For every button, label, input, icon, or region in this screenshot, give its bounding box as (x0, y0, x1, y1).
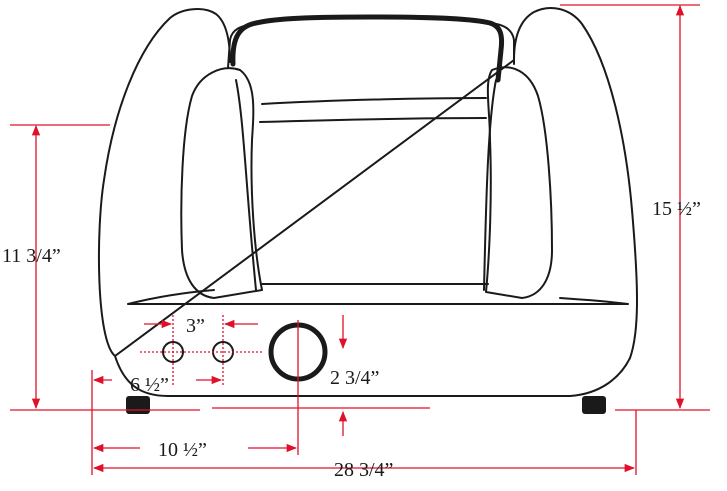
label-overall-width: 28 3/4” (334, 459, 393, 481)
left-arm-cushion (180, 67, 263, 299)
label-jack-offset: 6 ½” (130, 374, 169, 396)
seat-back-second-line (259, 117, 487, 123)
left-jack (162, 341, 184, 363)
label-overall-height: 15 ½” (652, 198, 701, 220)
seat-back-top-line (261, 97, 487, 105)
right-foot (582, 396, 606, 414)
dimension-labels: 15 ½” 11 3/4” 28 3/4” 10 ½” 6 ½” 3” 2 3/… (2, 198, 701, 481)
left-arm-inner-line (235, 79, 257, 291)
right-arm-inner-line (483, 79, 497, 291)
back-cushion-side-right (489, 22, 515, 65)
back-cushion (230, 14, 505, 83)
chair-drawing (97, 7, 638, 414)
chair-body-shell (97, 7, 638, 397)
label-seat-height: 11 3/4” (2, 245, 61, 267)
back-cushion-side-left (227, 23, 253, 69)
base-deck (127, 289, 629, 305)
right-arm-cushion (485, 66, 553, 299)
dimension-lines (10, 4, 710, 475)
label-jack-spacing: 3” (186, 315, 205, 337)
left-foot (126, 396, 150, 414)
label-knob-height: 2 3/4” (330, 367, 379, 389)
label-knob-offset: 10 ½” (158, 439, 207, 461)
